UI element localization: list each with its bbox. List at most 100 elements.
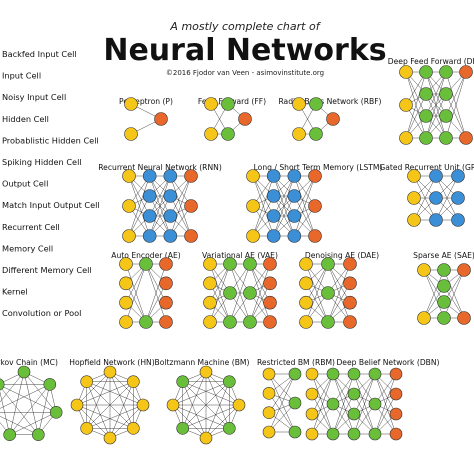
hidden-cell-node [439,87,453,101]
legend-label: Recurrent Cell [2,222,60,232]
network-edge [182,381,207,439]
hidden-cell-node [0,378,5,391]
recurrent-cell-node [451,213,465,227]
input-cell-node [199,365,213,379]
hidden-cell-node [321,315,335,329]
hidden-cell-node [223,257,237,271]
network-edge [425,71,447,117]
input-cell-node [122,199,136,213]
network-diagram: Restricted BM (RBM) [257,358,335,439]
output-cell-node [184,169,198,183]
recurrent-cell-node [429,213,443,227]
network-edge [327,263,351,303]
input-cell-node [305,387,319,401]
chart-subtitle: A mostly complete chart of [169,20,321,33]
input-cell-node [124,97,138,111]
network-diagram: Radial Basis Network (RBF) [278,97,382,141]
output-cell-node [263,295,277,310]
network-edge [252,195,274,237]
input-cell-node [203,257,217,271]
output-cell-node [389,407,403,421]
network-diagram: Denoising AE (DAE) [299,251,379,329]
recurrent-cell-node [142,169,157,183]
network-edge [252,175,274,237]
network-edge [273,195,295,237]
network-diagram: Deep Feed Forward (DFF) [388,57,474,145]
input-cell-node [124,127,138,141]
hidden-cell-node [419,87,433,101]
network-edge [0,391,10,435]
hidden-cell-node [326,397,340,411]
input-cell-node [299,315,313,329]
hidden-cell-node [419,131,433,145]
network-edge [405,71,427,139]
input-cell-node [119,276,133,291]
network-edge [86,404,144,429]
network-edge [0,386,39,435]
network-edge [23,371,57,413]
legend-label: Probablistic Hidden Cell [2,135,99,145]
output-cell-node [326,112,340,126]
network-edge [332,373,355,415]
network-edge [268,373,296,413]
output-cell-node [159,257,173,271]
network-edge [405,71,427,117]
hidden-cell-node [223,286,237,300]
input-cell-node [103,365,117,379]
network-label: Restricted BM (RBM) [257,358,335,367]
legend-item: Output Cell [2,179,48,189]
output-cell-node [238,112,252,126]
network-diagram: Deep Belief Network (DBN) [305,358,440,441]
legend-label: Output Cell [2,179,48,189]
legend-label: Match Input Output Cell [2,200,100,210]
legend-item: Hidden Cell [2,114,49,124]
hidden-cell-node [176,375,189,388]
input-cell-node [399,131,413,145]
input-cell-node [399,65,413,79]
output-cell-node [263,315,277,329]
network-diagram: Hopfield Network (HN) [69,358,155,445]
input-cell-node [232,398,246,412]
network-edge [76,404,134,429]
hidden-cell-node [309,127,323,141]
legend-label: Convolution or Pool [2,308,81,318]
network-diagram: Sparse AE (SAE) [413,251,474,325]
network-edge [205,381,230,439]
hidden-cell-node [368,427,382,441]
network-edge [86,381,144,406]
legend-item: Convolution or Pool [2,308,81,318]
network-edge [445,71,467,139]
output-cell-node [389,367,403,381]
network-edge [305,263,329,303]
hidden-cell-node [32,428,45,442]
network-label: Boltzmann Machine (BM) [155,358,250,367]
network-edge [145,283,167,323]
network-edge [86,371,111,429]
hidden-cell-node [439,109,453,123]
hidden-cell-node [176,422,189,435]
input-cell-node [246,169,260,183]
network-label: Long / Short Term Memory (LSTM) [254,163,383,172]
input-cell-node [262,387,276,400]
network-label: Denoising AE (DAE) [305,251,379,260]
hidden-cell-node [43,378,57,391]
hidden-cell-node [347,367,361,381]
input-cell-node [246,229,260,243]
network-edge [145,263,167,303]
hidden-cell-node [437,295,451,309]
input-cell-node [204,127,218,141]
network-edge [353,373,376,435]
recurrent-cell-node [451,191,465,205]
hidden-cell-node [439,131,453,145]
hidden-cell-node [326,427,340,441]
network-label: Gated Recurrent Unit (GRU) [379,163,474,172]
legend-label: Kernel [2,287,28,297]
input-cell-node [70,398,84,412]
network-edge [38,384,51,435]
legend-item: Recurrent Cell [2,222,60,232]
input-cell-node [199,431,213,445]
network-edge [374,373,397,415]
network-edge [445,71,467,117]
network-edge [209,283,231,323]
input-cell-node [305,367,319,381]
